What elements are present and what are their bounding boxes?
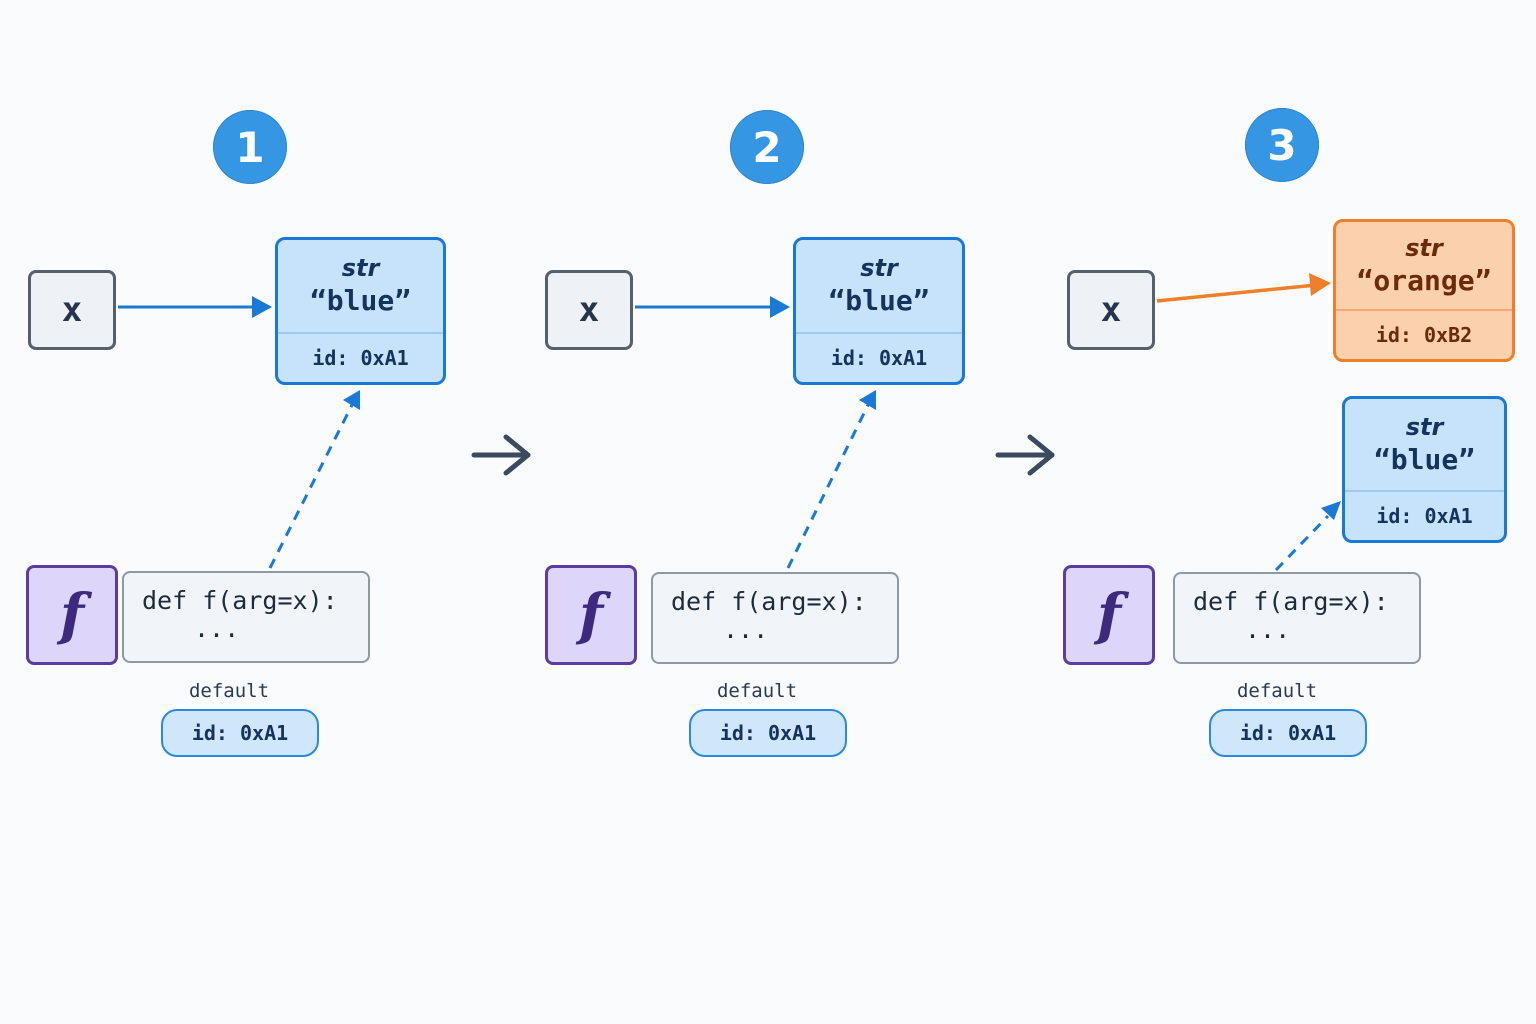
default-reference-arrow [786, 402, 871, 569]
step-transition-arrow [995, 434, 1055, 476]
default-label: default [716, 680, 798, 702]
object-id: id: 0xA1 [796, 332, 962, 382]
step-1-badge: 1 [213, 110, 287, 184]
step-3-badge: 3 [1245, 108, 1319, 182]
code-line-signature: def f(arg=x): [142, 586, 338, 615]
default-reference-arrow [268, 402, 355, 569]
object-type-label: str [860, 254, 898, 282]
x-reference-arrow [1156, 283, 1317, 303]
default-reference-arrow [1274, 514, 1330, 572]
code-line-signature: def f(arg=x): [1193, 587, 1389, 616]
object-header: str “blue” [278, 240, 443, 332]
str-object-blue: str “blue” id: 0xA1 [1342, 396, 1507, 543]
function-icon: f [1063, 565, 1155, 665]
variable-x-box: x [545, 270, 633, 350]
object-header: str “blue” [796, 240, 962, 332]
variable-x-box: x [28, 270, 116, 350]
function-icon: f [26, 565, 118, 665]
function-code-box: def f(arg=x): ... [122, 571, 370, 663]
default-id-pill: id: 0xA1 [1209, 709, 1367, 757]
function-code-box: def f(arg=x): ... [651, 572, 899, 664]
default-reference-arrowhead [859, 390, 876, 410]
object-header: str “blue” [1345, 399, 1504, 490]
default-id-pill: id: 0xA1 [689, 709, 847, 757]
object-header: str “orange” [1336, 222, 1512, 309]
object-type-label: str [1405, 412, 1444, 441]
x-reference-arrowhead [770, 296, 790, 318]
object-id: id: 0xA1 [1345, 490, 1504, 540]
object-value: “blue” [828, 284, 930, 317]
default-id-pill: id: 0xA1 [161, 709, 319, 757]
function-code-box: def f(arg=x): ... [1173, 572, 1421, 664]
default-label: default [188, 680, 270, 702]
default-reference-arrowhead [343, 390, 360, 410]
default-reference-arrowhead [1321, 501, 1341, 520]
step-transition-arrow [471, 434, 531, 476]
str-object-blue: str “blue” id: 0xA1 [793, 237, 965, 385]
x-reference-arrowhead [252, 296, 272, 318]
function-icon: f [545, 565, 637, 665]
object-type-label: str [341, 254, 380, 282]
object-value: “blue” [1373, 442, 1476, 476]
str-object-orange: str “orange” id: 0xB2 [1333, 219, 1515, 362]
default-label: default [1236, 680, 1318, 702]
step-2-badge: 2 [730, 110, 804, 184]
object-value: “blue” [309, 284, 412, 317]
code-line-body: ... [1245, 615, 1291, 644]
object-id: id: 0xB2 [1336, 309, 1512, 359]
str-object-blue: str “blue” id: 0xA1 [275, 237, 446, 385]
object-type-label: str [1405, 233, 1443, 262]
x-reference-arrowhead [1309, 273, 1331, 296]
object-value: “orange” [1356, 263, 1492, 297]
code-line-body: ... [194, 614, 240, 643]
code-line-body: ... [723, 615, 769, 644]
object-id: id: 0xA1 [278, 332, 443, 382]
variable-x-box: x [1067, 270, 1155, 350]
code-line-signature: def f(arg=x): [671, 587, 867, 616]
